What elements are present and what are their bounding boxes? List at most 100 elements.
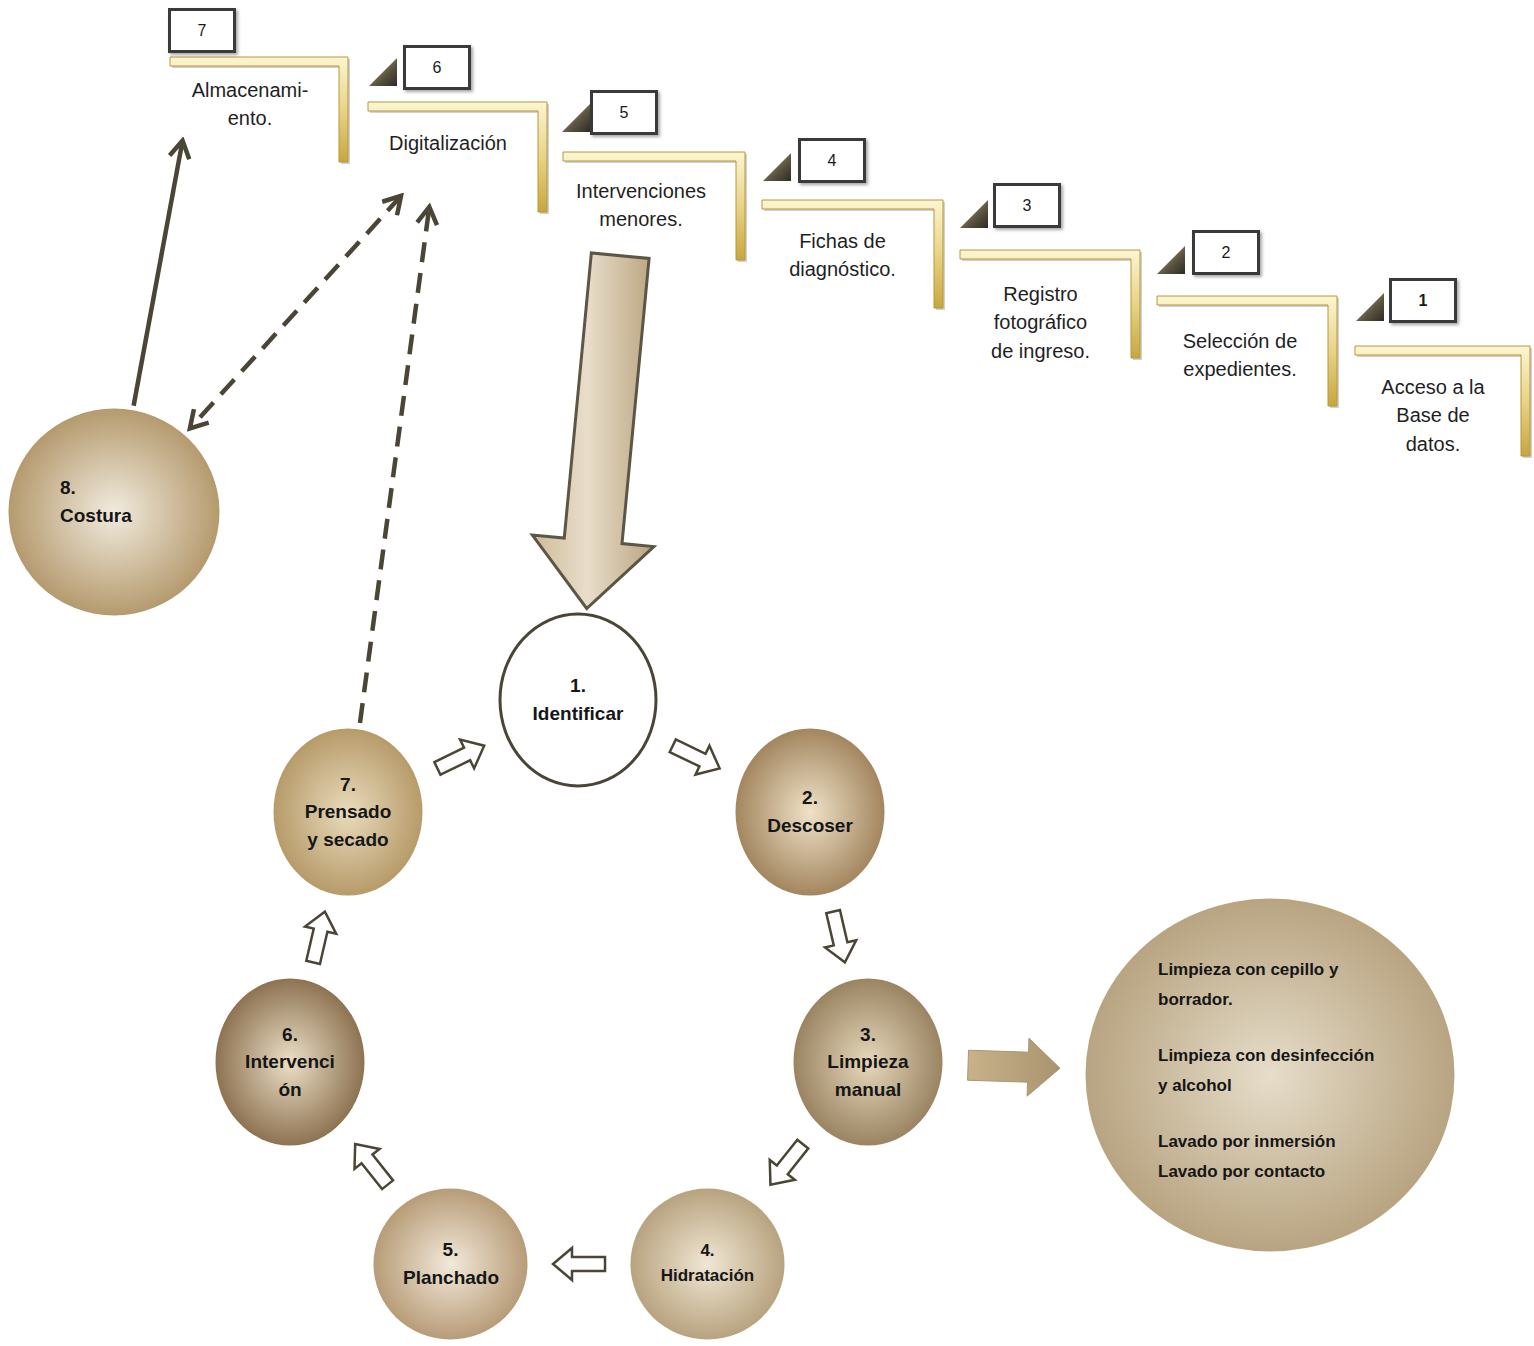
step-number-box: 4 — [798, 138, 866, 183]
circle-shape — [736, 729, 885, 896]
step-label: Digitalización — [373, 129, 523, 157]
process-circle: 1. Identificar — [498, 612, 658, 788]
step-triangle — [960, 200, 988, 228]
process-circle: 8. Costura — [8, 408, 220, 616]
step-text: Digitalización — [373, 129, 523, 157]
text-holder: 2. Descoser — [735, 728, 885, 896]
text-holder: 4 — [828, 152, 837, 170]
gold-step — [563, 152, 745, 260]
step-label: Selección de expedientes. — [1165, 327, 1315, 384]
step-text: Intervenciones menores. — [556, 177, 726, 234]
block-arrow — [354, 1144, 393, 1189]
block-arrow — [305, 912, 336, 964]
text-holder: Digitalización — [373, 129, 523, 157]
text-holder: 7 — [198, 22, 207, 40]
step-number-box: 3 — [993, 183, 1061, 228]
block-arrow — [825, 910, 856, 962]
block-arrow — [532, 253, 653, 609]
text-holder: 1. Identificar — [498, 612, 658, 788]
step-number: 7 — [198, 22, 207, 40]
step-triangle — [763, 153, 791, 181]
process-circle: 6. Intervenci ón — [215, 978, 365, 1146]
detail-text: Lavado por contacto — [1158, 1157, 1325, 1187]
step-number: 1 — [1419, 292, 1428, 310]
process-circle: 4. Hidratación — [630, 1188, 785, 1340]
step-label: Acceso a la Base de datos. — [1368, 373, 1498, 458]
text-holder: 4. Hidratación — [630, 1188, 785, 1340]
text-holder: 2 — [1222, 244, 1231, 262]
step-shadow — [172, 59, 350, 164]
circle-shape — [216, 979, 365, 1146]
step-number: 3 — [1023, 197, 1032, 215]
circle-label: 2. Descoser — [763, 784, 858, 839]
step-number: 4 — [828, 152, 837, 170]
step-shadow — [565, 154, 747, 262]
step-text: Acceso a la Base de datos. — [1368, 373, 1498, 458]
node-outline — [630, 1188, 785, 1340]
gold-step — [1157, 296, 1337, 406]
circle-label: 7. Prensado y secado — [301, 771, 396, 854]
step-shadow — [1357, 348, 1532, 458]
text-holder: 6 — [433, 59, 442, 77]
process-circle: 5. Planchado — [373, 1188, 528, 1340]
circle-shape — [500, 614, 656, 786]
text-holder: 6. Intervenci ón — [215, 978, 365, 1146]
text-holder: 8. Costura — [8, 408, 220, 616]
circle-label: 5. Planchado — [403, 1236, 498, 1291]
step-text: Fichas de diagnóstico. — [780, 227, 905, 284]
circle-shape — [631, 1189, 785, 1340]
step-triangle — [369, 58, 397, 86]
step-text: Almacenami- ento. — [175, 76, 325, 133]
text-holder: Almacenami- ento. — [175, 76, 325, 133]
gold-step — [368, 102, 547, 212]
detail-text: Limpieza con cepillo y borrador. — [1158, 955, 1383, 1015]
step-label: Registro fotográfico de ingreso. — [983, 280, 1098, 365]
block-arrow — [434, 740, 484, 775]
step-label: Fichas de diagnóstico. — [780, 227, 905, 284]
gold-step — [762, 200, 943, 308]
circle-label: 8. Costura — [60, 474, 150, 529]
step-triangle — [1356, 293, 1384, 321]
circle-shape — [794, 979, 943, 1146]
text-holder: Intervenciones menores. — [556, 177, 726, 234]
circle-shape — [9, 409, 220, 616]
step-text: Registro fotográfico de ingreso. — [983, 280, 1098, 365]
process-circle: 3. Limpieza manual — [793, 978, 943, 1146]
node-outline — [735, 728, 885, 896]
text-holder: 3. Limpieza manual — [793, 978, 943, 1146]
circle-label: 1. Identificar — [528, 672, 628, 727]
step-number-box: 6 — [403, 45, 471, 90]
circle-label: 6. Intervenci ón — [240, 1021, 340, 1104]
step-triangle — [562, 104, 590, 132]
circle-label: 3. Limpieza manual — [821, 1021, 916, 1104]
step-shadow — [1159, 298, 1339, 408]
step-shadow — [764, 202, 945, 310]
text-holder: 5. Planchado — [373, 1188, 528, 1340]
gold-step — [170, 57, 348, 162]
circle-label: 4. Hidratación — [660, 1239, 755, 1288]
step-label: Almacenami- ento. — [175, 76, 325, 133]
step-triangles — [369, 58, 1384, 321]
text-holder: 1 — [1419, 292, 1428, 310]
text-holder: Acceso a la Base de datos. — [1368, 373, 1498, 458]
block-arrow — [553, 1248, 605, 1280]
detail-text: Limpieza con desinfección y alcohol — [1158, 1041, 1383, 1101]
flow-arrow — [134, 141, 183, 406]
step-shadows — [172, 59, 1532, 458]
step-triangle — [1157, 246, 1185, 274]
circle-shape — [274, 729, 423, 896]
block-arrow — [770, 1140, 809, 1185]
circle-shape — [374, 1189, 528, 1340]
text-holder: Fichas de diagnóstico. — [780, 227, 905, 284]
detail-circle: Limpieza con cepillo y borrador. Limpieza… — [1085, 898, 1455, 1252]
step-number-box: 7 — [168, 8, 236, 53]
step-number: 5 — [620, 104, 629, 122]
text-holder: Limpieza con cepillo y borrador. Limpieza… — [1085, 898, 1455, 1252]
text-holder: 7. Prensado y secado — [273, 728, 423, 896]
node-outline — [498, 612, 658, 788]
step-number: 6 — [433, 59, 442, 77]
step-number: 2 — [1222, 244, 1231, 262]
text-holder: Selección de expedientes. — [1165, 327, 1315, 384]
step-number-box: 2 — [1192, 230, 1260, 275]
